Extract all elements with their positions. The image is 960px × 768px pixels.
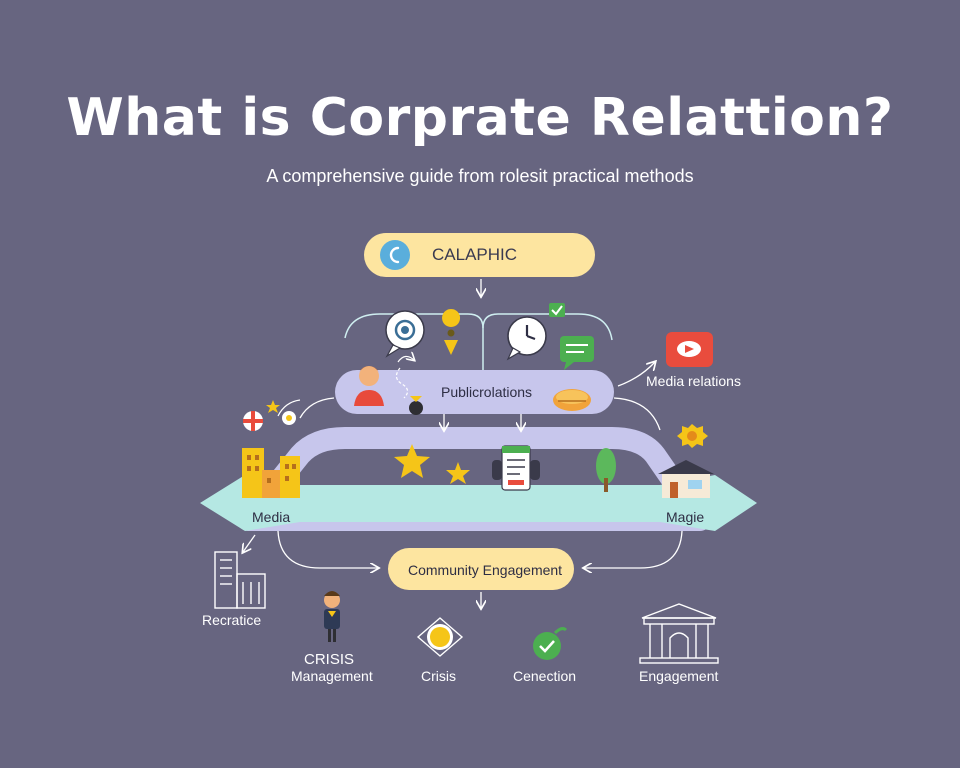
outer-loop-band (237, 427, 711, 531)
page-subtitle: A comprehensive guide from rolesit pract… (266, 166, 694, 186)
media-relations-label: Media relations (646, 373, 741, 389)
top-pill-label: CALAPHIC (432, 245, 518, 264)
page-title: What is Corprate Relattion? (66, 88, 894, 148)
connector-arrow (584, 530, 683, 568)
band-right-label: Magie (666, 509, 705, 525)
connector-line (277, 399, 301, 417)
teal-band (200, 475, 757, 531)
check-circle-icon (533, 627, 568, 660)
tree-icon (596, 448, 616, 492)
target-icon (416, 617, 464, 657)
bottom-item-label: Crisis (421, 668, 456, 684)
top-pill[interactable] (364, 233, 595, 277)
clock-bubble-icon (506, 316, 547, 361)
connector-arrow (243, 534, 256, 552)
institution-building-icon (639, 603, 719, 664)
buildings-icon (242, 448, 300, 498)
bottom-item-label: Management (291, 668, 373, 684)
connector-line (613, 397, 661, 431)
sketch-figure-icon (395, 356, 423, 415)
bottom-item-label: Engagement (639, 668, 719, 684)
sun-badge-icon (677, 424, 708, 448)
email-bubble-icon (385, 310, 425, 358)
bottom-item-label: Recratice (202, 612, 262, 628)
house-icon (658, 460, 714, 498)
center-pill[interactable] (335, 370, 614, 414)
phone-icon (380, 240, 410, 270)
small-star-icon (266, 400, 280, 413)
check-badge-icon (549, 303, 565, 317)
person-standing-icon (324, 591, 340, 642)
office-building-icon (214, 551, 266, 609)
badge-oval-icon (553, 389, 591, 411)
chat-icon (560, 336, 594, 370)
bracket-right (482, 313, 613, 341)
band-left-label: Media (252, 509, 291, 525)
center-pill-label: Publicrolations (441, 384, 533, 400)
connector-line (299, 397, 335, 419)
connector-arrow (277, 530, 378, 568)
bracket-left (344, 313, 484, 372)
person-avatar-icon (354, 366, 384, 406)
star-icon (394, 444, 430, 478)
connector-arrow (617, 362, 655, 387)
community-pill-label: Community Engagement (408, 562, 563, 578)
document-icon (492, 445, 540, 491)
flower-icon (282, 411, 296, 425)
bottom-item-label: CRISIS (304, 651, 355, 668)
location-pin-icon (442, 309, 461, 355)
video-play-icon (666, 332, 713, 367)
flag-badge-icon (243, 411, 263, 431)
community-pill[interactable] (388, 548, 574, 590)
bottom-item-label: Cenection (513, 668, 577, 684)
star-icon (446, 462, 470, 484)
